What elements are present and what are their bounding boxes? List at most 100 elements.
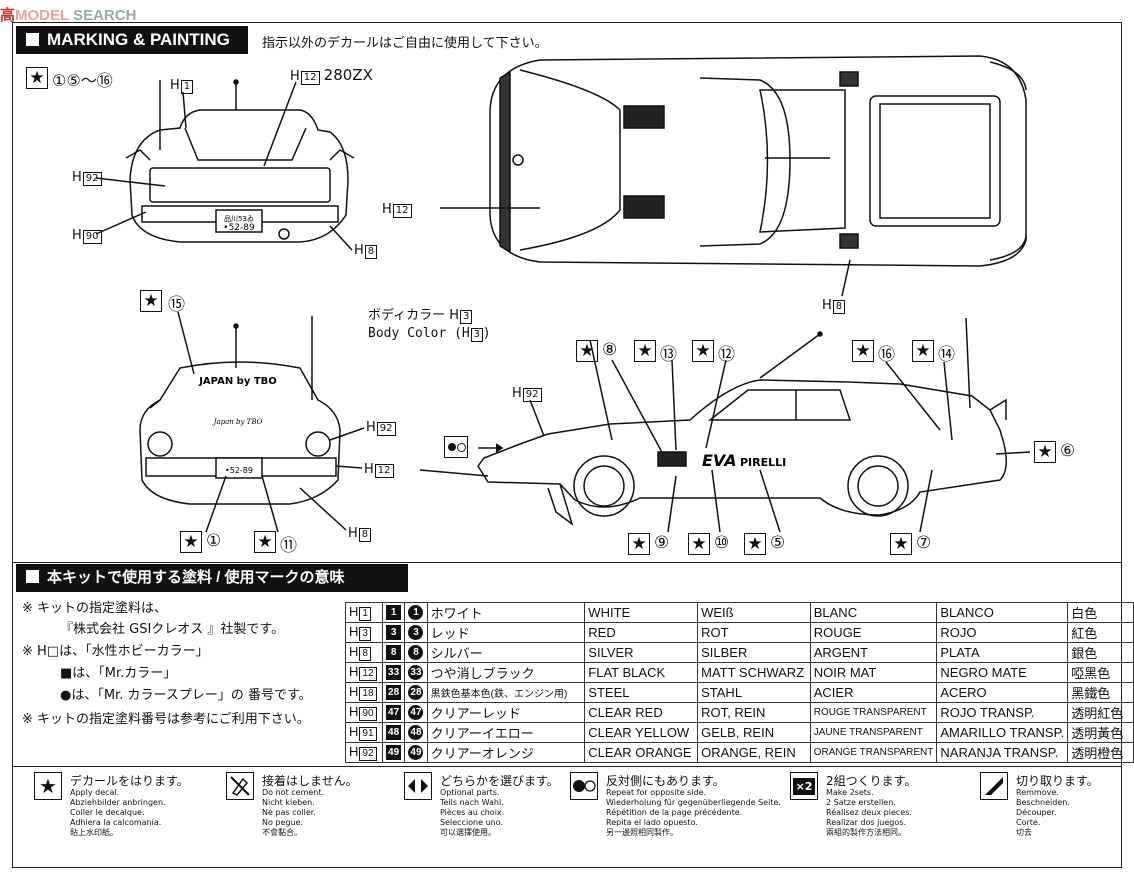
no-glue-icon	[226, 772, 254, 800]
legend-line: Optional parts.	[440, 788, 500, 797]
color-name-zh: 白色	[1067, 602, 1134, 623]
legend-line: No pegue.	[262, 818, 304, 827]
color-name-zh: 銀色	[1067, 642, 1134, 663]
side-decal-16: ⑯	[878, 345, 895, 365]
mr-color-code: 48	[381, 722, 406, 743]
legend-line: Repita el lado opuesto.	[606, 818, 698, 827]
decal-instruction-text: 指示以外のデカールはご自由に使用して下さい。	[262, 36, 548, 51]
star-icon: ★	[912, 340, 934, 362]
spray-code: 28	[404, 682, 428, 703]
note-line: ※ キットの指定塗料番号は参考にご利用下さい。	[22, 712, 310, 727]
front-decal-1: ①	[206, 531, 222, 551]
legend-line: 另一邊照相同製作。	[606, 828, 678, 837]
opposite-side-icon	[444, 436, 468, 458]
make-two-icon: ×2	[790, 772, 818, 800]
color-name-es: AMARILLO TRANSP.	[936, 722, 1069, 743]
star-icon: ★	[628, 533, 650, 555]
legend-line: Apply decal.	[70, 788, 120, 797]
color-name-zh: 啞黑色	[1067, 662, 1134, 683]
color-name-en: FLAT BLACK	[584, 662, 699, 683]
star-icon: ★	[1034, 441, 1056, 463]
legend-line: 切去	[1016, 828, 1032, 837]
color-name-jp: クリアーイエロー	[426, 722, 586, 743]
star-icon: ★	[688, 533, 710, 555]
legend-line: Make 2sets.	[826, 788, 874, 797]
rear-plate-number: •52-89	[223, 223, 255, 233]
color-name-en: STEEL	[584, 682, 699, 703]
legend-line: Seleccione uno.	[440, 818, 504, 827]
side-decal-12: ⑫	[718, 345, 735, 365]
legend-line: Abziehbilder anbringen.	[70, 798, 166, 807]
watermark: 高MODEL SEARCH	[0, 7, 137, 24]
legend-line: Beschneiden.	[1016, 798, 1070, 807]
color-name-fr: ROUGE TRANSPARENT	[809, 702, 938, 723]
legend-title: 接着はしません。	[262, 774, 358, 788]
color-name-zh: 透明黃色	[1067, 722, 1134, 743]
note-line: ※ キットの指定塗料は、	[22, 601, 168, 616]
legend-divider	[12, 766, 1122, 767]
opposite-side-icon	[570, 772, 598, 800]
star-icon: ★	[634, 340, 656, 362]
color-name-jp: レッド	[426, 622, 586, 643]
legend-line: Réalisez deux pieces.	[826, 808, 912, 817]
legend-line: Wiederholung für gegenüberliegende Seite…	[606, 798, 781, 807]
rear-plate-top: 品川53ゐ	[224, 215, 254, 223]
color-name-fr: ACIER	[809, 682, 938, 703]
color-name-de: STAHL	[697, 682, 811, 703]
side-decal-14: ⑭	[938, 345, 955, 365]
legend-line: 2 Satze erstellen.	[826, 798, 896, 807]
color-name-es: PLATA	[936, 642, 1069, 663]
hood-small-text: Japan by TBO	[212, 418, 263, 426]
star-icon: ★	[254, 531, 276, 553]
color-name-es: ROJO TRANSP.	[936, 702, 1069, 723]
legend-line: Répétition de la page précédente.	[606, 808, 743, 817]
paint-section-header: 本キットで使用する塗料 / 使用マークの意味	[16, 564, 408, 592]
color-name-en: WHITE	[584, 602, 699, 623]
color-name-de: MATT SCHWARZ	[697, 662, 811, 683]
side-decal-6: ⑥	[1060, 441, 1076, 461]
legend-line: 貼上水印紙。	[70, 828, 118, 837]
color-name-fr: NOIR MAT	[809, 662, 938, 683]
side-decal-7: ⑦	[916, 533, 932, 553]
star-icon: ★	[852, 340, 874, 362]
color-name-zh: 透明紅色	[1067, 702, 1134, 723]
legend-line: Do not cement.	[262, 788, 325, 797]
spray-code: 47	[404, 702, 428, 723]
star-icon: ★	[692, 340, 714, 362]
color-name-de: WEIß	[697, 602, 811, 623]
legend-title: どちらかを選びます。	[440, 774, 559, 788]
section-divider	[12, 562, 1122, 563]
color-name-jp: ホワイト	[426, 602, 586, 623]
note-line: ●は、「Mr. カラースプレー」の 番号です。	[60, 688, 312, 703]
legend-title: 反対側にもあります。	[606, 774, 725, 788]
color-name-de: ROT, REIN	[697, 702, 811, 723]
note-line: ■は、「Mr.カラー」	[60, 666, 177, 681]
side-decal-eva: EVA	[702, 451, 737, 470]
color-name-fr: BLANC	[809, 602, 938, 623]
star-icon: ★	[890, 533, 912, 555]
spray-code: 8	[404, 642, 428, 663]
legend-line: Repeat for opposite side.	[606, 788, 707, 797]
color-name-es: NEGRO MATE	[936, 662, 1069, 683]
legend-line: 不會黏合。	[262, 828, 302, 837]
color-name-fr: ROUGE	[809, 622, 938, 643]
front-decal-11: ⑪	[280, 536, 297, 556]
color-name-zh: 紅色	[1067, 622, 1134, 643]
color-name-jp: シルバー	[426, 642, 586, 663]
color-name-de: SILBER	[697, 642, 811, 663]
